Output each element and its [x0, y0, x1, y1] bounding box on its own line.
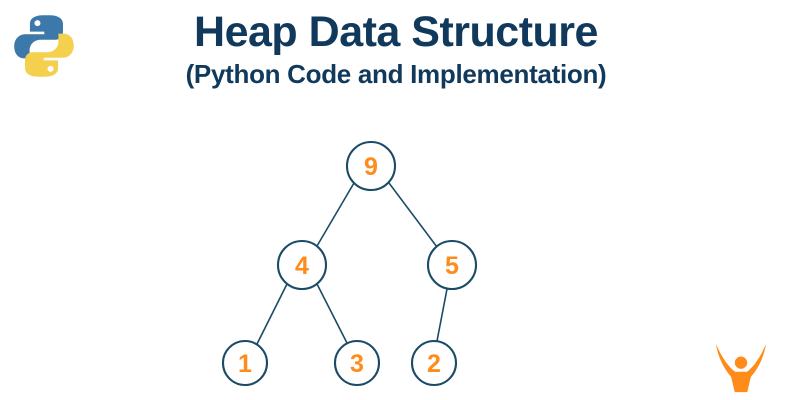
page-subtitle: (Python Code and Implementation) [185, 59, 607, 90]
tree-node-3[interactable]: 3 [333, 339, 381, 387]
tree-node-label: 9 [364, 153, 378, 181]
tree-node-2[interactable]: 2 [410, 339, 458, 387]
tree-edge-5-2 [436, 288, 448, 342]
tree-node-5[interactable]: 5 [426, 239, 478, 291]
tree-node-circle [410, 339, 458, 387]
tree-node-circle [345, 140, 397, 192]
tree-node-label: 1 [238, 350, 252, 378]
tree-edge-9-5 [388, 182, 438, 248]
tree-edges [256, 182, 448, 345]
tree-node-label: 4 [295, 252, 309, 280]
tree-node-1[interactable]: 1 [221, 339, 269, 387]
page-title: Heap Data Structure [194, 8, 598, 56]
tree-node-label: 3 [350, 350, 364, 378]
tree-node-circle [426, 239, 478, 291]
raised-arms-person-icon [712, 342, 770, 394]
tree-node-label: 5 [445, 252, 459, 280]
tree-node-circle [276, 239, 328, 291]
tree-node-label: 2 [427, 350, 441, 378]
python-logo-icon [8, 10, 80, 82]
header-block: Heap Data Structure (Python Code and Imp… [96, 8, 696, 90]
tree-node-circle [221, 339, 269, 387]
tree-edge-4-1 [256, 283, 288, 345]
tree-node-9[interactable]: 9 [345, 140, 397, 192]
tree-edge-4-3 [316, 283, 348, 344]
tree-node-circle [333, 339, 381, 387]
tree-node-4[interactable]: 4 [276, 239, 328, 291]
tree-edge-9-4 [316, 182, 355, 247]
tree-nodes: 9 4 5 1 3 2 [221, 140, 478, 387]
